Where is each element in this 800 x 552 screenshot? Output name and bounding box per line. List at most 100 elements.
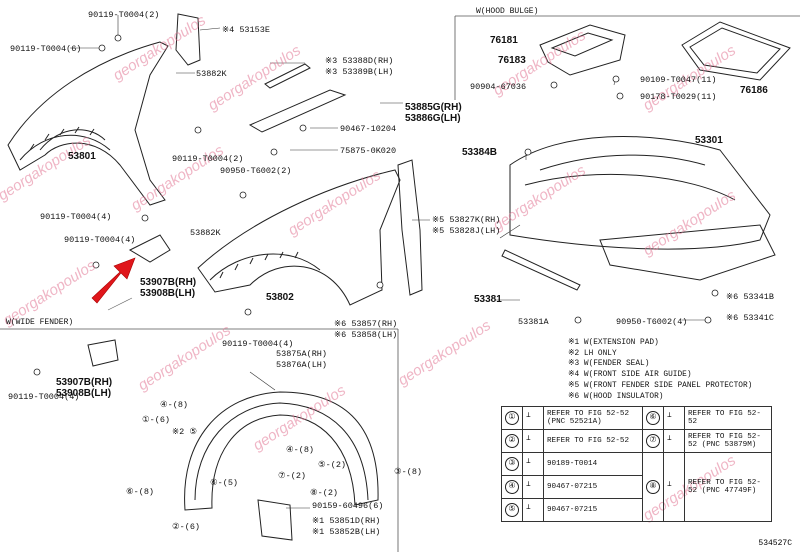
section-title: W(WIDE FENDER)	[6, 318, 74, 327]
part-label: 90904-67036	[470, 82, 527, 92]
part-label: 53802	[266, 292, 294, 303]
clip-icon: ⊥	[526, 412, 531, 420]
part-label: ※1 53851D(RH)	[312, 516, 381, 526]
part-label: 90119-T0004(4)	[8, 392, 80, 402]
part-label: 90119-T0004(2)	[172, 154, 244, 164]
footnote: ※1 W(EXTENSION PAD)	[568, 339, 659, 347]
legend-text: 90189-T0014	[543, 452, 643, 476]
bracket-wide-shape	[87, 339, 119, 367]
legend-number: ①	[505, 411, 519, 425]
fender-53802-shape	[197, 169, 401, 306]
part-label: 53907B(RH)	[56, 377, 113, 388]
legend-number: ⑥	[646, 411, 660, 425]
legend-number: ⑤	[505, 503, 519, 517]
highlight-arrow	[91, 257, 136, 304]
clip-icon: ⊥	[526, 435, 531, 443]
fastener-legend-table: ① ⊥ REFER TO FIG 52-52 (PNC 52521A) ⑥ ⊥ …	[501, 406, 772, 522]
legend-text: REFER TO FIG 52-52 (PNC 52521A)	[543, 406, 643, 430]
extension-pad-shape	[257, 499, 293, 541]
part-label: 90119-T0004(2)	[88, 10, 160, 20]
part-label: 90119-T0004(4)	[40, 212, 112, 222]
part-label: 53882K	[196, 69, 227, 79]
fender-seal-shape	[264, 63, 311, 89]
table-row: ② ⊥ REFER TO FIG 52-52 ⑦ ⊥ REFER TO FIG …	[501, 429, 772, 453]
part-label: 53886G(LH)	[405, 113, 461, 124]
clip-icon: ⊥	[667, 435, 672, 443]
part-label: 90159-60496(6)	[312, 501, 384, 511]
legend-text: 90467-07215	[543, 475, 643, 499]
part-label: 53381A	[518, 317, 549, 327]
bulge-insulator-shape	[681, 21, 791, 81]
table-row: ④ ⊥ 90467-07215	[501, 475, 772, 499]
hood-53301-shape	[509, 136, 771, 250]
callout: ②-(6)	[172, 522, 201, 532]
clip-icon: ⊥	[526, 481, 531, 489]
part-label: 90178-T0029(11)	[640, 92, 717, 102]
part-label: 53301	[695, 135, 723, 146]
diagram-reference: 534527C	[758, 539, 792, 548]
part-label: ※4 53153E	[222, 25, 270, 35]
part-label: 53876A(LH)	[276, 360, 328, 370]
callout: ④-(8)	[160, 400, 189, 410]
footnote: ※4 W(FRONT SIDE AIR GUIDE)	[568, 371, 692, 380]
part-label: ※3 53388D(RH)	[325, 56, 394, 66]
legend-number: ⑦	[646, 434, 660, 448]
fender-liner-upper-shape	[248, 89, 347, 133]
clip-icon: ⊥	[667, 481, 672, 489]
part-label: 76181	[490, 35, 518, 46]
clip-icon: ⊥	[526, 504, 531, 512]
table-row: ③ ⊥ 90189-T0014 ⑧ ⊥ REFER TO FIG 52-52 (…	[501, 452, 772, 522]
fender-53801-shape	[7, 41, 169, 206]
callout: ④-(8)	[286, 445, 315, 455]
part-label: ※1 53852B(LH)	[312, 527, 381, 537]
part-label: 90950-T6002(4)	[616, 317, 688, 327]
part-label: ※3 53389B(LH)	[325, 67, 394, 77]
part-label: 53885G(RH)	[405, 102, 462, 113]
part-label: 53907B(RH)	[140, 277, 197, 288]
callout: ※2 ⑤	[172, 427, 197, 437]
hood-bulge-shape	[539, 24, 626, 76]
part-label: ※6 53341C	[726, 313, 774, 323]
part-label: ※5 53828J(LH)	[432, 226, 501, 236]
part-label: 90467-10204	[340, 124, 397, 134]
callout: ③-(8)	[394, 467, 423, 477]
part-label: 53384B	[462, 147, 498, 158]
part-label: ※5 53827K(RH)	[432, 215, 501, 225]
footnote: ※2 LH ONLY	[568, 349, 617, 358]
callout: ⑧-(2)	[310, 488, 339, 498]
part-label: 53908B(LH)	[140, 288, 196, 299]
section-title: W(HOOD BULGE)	[476, 7, 539, 16]
part-label: ※6 53857(RH)	[334, 319, 398, 329]
part-label: 53381	[474, 294, 502, 305]
legend-text: REFER TO FIG 52-52 (PNC 47749F)	[684, 452, 772, 522]
part-label: 53908B(LH)	[56, 388, 112, 399]
hood-insulator-shape	[599, 224, 776, 281]
part-label: 53801	[68, 151, 96, 162]
legend-text: REFER TO FIG 52-52	[543, 429, 643, 453]
legend-number: ③	[505, 457, 519, 471]
clip-icon: ⊥	[667, 412, 672, 420]
legend-number: ⑧	[646, 480, 660, 494]
part-label: 90109-T0047(11)	[640, 75, 717, 85]
part-label: 76183	[498, 55, 526, 66]
side-panel-protector-shape	[397, 159, 423, 296]
table-row: ⑤ ⊥ 90467-07215	[501, 498, 772, 522]
table-row: ① ⊥ REFER TO FIG 52-52 (PNC 52521A) ⑥ ⊥ …	[501, 406, 772, 430]
part-label: 90119-T0004(4)	[222, 339, 294, 349]
callout: ⑦-(2)	[278, 471, 307, 481]
legend-number: ②	[505, 434, 519, 448]
footnotes: ※1 W(EXTENSION PAD) ※2 LH ONLY ※3 W(FEND…	[568, 338, 752, 402]
legend-text: REFER TO FIG 52-52	[684, 406, 772, 430]
part-label: 90119-T0004(4)	[64, 235, 136, 245]
part-label: ※6 53858(LH)	[334, 330, 398, 340]
clip-icon: ⊥	[526, 458, 531, 466]
fender-liner-shape	[184, 391, 379, 511]
callout: ⑥-(8)	[126, 487, 155, 497]
part-label: 76186	[740, 85, 768, 96]
bracket-53907-shape	[128, 234, 171, 263]
callout: ⑤-(2)	[318, 460, 347, 470]
legend-text: 90467-07215	[543, 498, 643, 522]
callout: ①-(6)	[142, 415, 171, 425]
part-label: 75875-0K020	[340, 146, 397, 156]
